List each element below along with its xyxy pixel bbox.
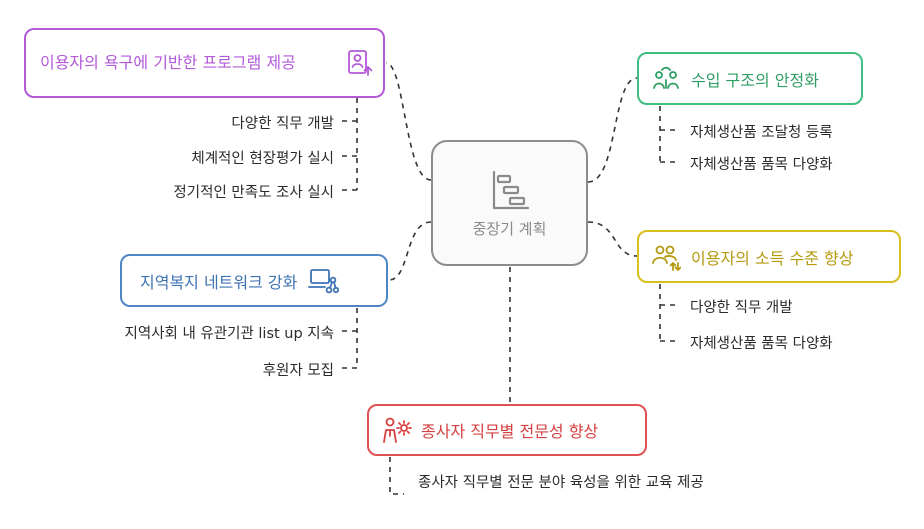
branch-welfare-network: 지역복지 네트워크 강화: [120, 254, 388, 307]
income-item-2: 자체생산품 품목 다양화: [690, 157, 833, 173]
user-income-item-1: 다양한 직무 개발: [690, 300, 793, 316]
center-label: 중장기 계획: [472, 219, 547, 238]
branch-staff-title: 종사자 직무별 전문성 향상: [421, 422, 599, 441]
branch-income: 수입 구조의 안정화: [637, 52, 863, 105]
welfare-item-2: 후원자 모집: [262, 363, 334, 379]
connector-staff-items: [389, 457, 404, 495]
connector-center-user-income: [587, 221, 638, 257]
users-growth-icon: [652, 245, 681, 271]
branch-income-title: 수입 구조의 안정화: [691, 70, 819, 90]
staff-gear-icon: [383, 417, 412, 443]
welfare-item-1: 지역사회 내 유관기관 list up 지속: [124, 326, 334, 342]
network-laptop-icon: [308, 268, 340, 293]
user-income-item-2: 자체생산품 품목 다양화: [690, 336, 833, 352]
connector-center-welfare: [388, 221, 432, 281]
branch-user-income-title: 이용자의 소득 수준 향상: [691, 248, 854, 268]
branch-staff: 종사자 직무별 전문성 향상: [367, 404, 647, 456]
connector-center-user-program: [385, 62, 432, 181]
center-node: 중장기 계획: [431, 140, 588, 266]
connector-center-income: [587, 77, 638, 183]
gantt-chart-icon: [492, 170, 529, 209]
user-program-item-1: 다양한 직무 개발: [231, 116, 334, 132]
income-item-1: 자체생산품 조달청 등록: [690, 125, 833, 141]
branch-user-program-title: 이용자의 욕구에 기반한 프로그램 제공: [40, 53, 296, 72]
money-cycle-icon: [653, 66, 679, 89]
user-program-item-2: 체계적인 현장평가 실시: [191, 151, 334, 167]
user-document-icon: [348, 50, 373, 76]
staff-item-1: 종사자 직무별 전문 분야 육성을 위한 교육 제공: [418, 475, 704, 491]
branch-welfare-network-title: 지역복지 네트워크 강화: [140, 272, 298, 292]
user-program-item-3: 정기적인 만족도 조사 실시: [173, 185, 334, 201]
branch-user-program: 이용자의 욕구에 기반한 프로그램 제공: [24, 28, 385, 98]
branch-user-income: 이용자의 소득 수준 향상: [637, 230, 901, 283]
